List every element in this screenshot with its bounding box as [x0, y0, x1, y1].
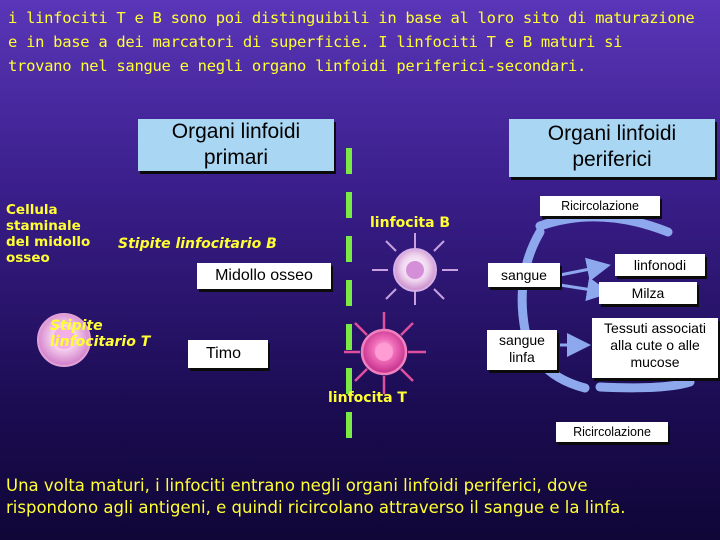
- linfonodi-box: linfonodi: [615, 254, 705, 276]
- sangue-linfa-box: sangue linfa: [487, 330, 557, 370]
- peripheral-organs-box: Organi linfoidi periferici: [509, 119, 715, 177]
- stipite-b-label: Stipite linfocitario B: [118, 236, 277, 252]
- t-lymphocyte-icon: [344, 312, 426, 394]
- header-line-3: trovano nel sangue e negli organo linfoi…: [8, 57, 587, 75]
- linfocita-t-label: linfocita T: [328, 390, 407, 406]
- b-lymphocyte-icon: [372, 233, 458, 305]
- ricircolazione-bottom-box: Ricircolazione: [556, 422, 668, 442]
- tessuti-box: Tessuti associati alla cute o alle mucos…: [592, 318, 718, 378]
- sangue-box: sangue: [488, 263, 560, 287]
- arrow-sangue-milza: [559, 277, 611, 302]
- stem-cell-label-1: Cellula: [6, 202, 58, 218]
- divider-line: [346, 148, 352, 438]
- header-text: i linfociti T e B sono poi distinguibili…: [8, 6, 714, 78]
- stipite-t-label-2: linfocitario T: [50, 334, 151, 350]
- tessuti-line-3: mucose: [630, 354, 680, 370]
- arrow-sangue-linfonodi: [559, 257, 611, 282]
- arrows: [559, 257, 611, 357]
- recirculation-arc-left: [517, 227, 590, 393]
- recirculation-arc-bottom: [595, 377, 695, 393]
- footer-line-1: Una volta maturi, i linfociti entrano ne…: [6, 476, 588, 495]
- footer-text: Una volta maturi, i linfociti entrano ne…: [6, 475, 714, 519]
- linfocita-b-label: linfocita B: [370, 215, 451, 231]
- recirculation-arc-top: [535, 212, 673, 237]
- ricircolazione-top-box: Ricircolazione: [540, 196, 660, 216]
- recirculation-loop: [517, 212, 695, 393]
- stem-cell-icon: [37, 313, 91, 367]
- stem-cell-label: Cellula staminale del midollo osseo: [6, 202, 90, 266]
- peripheral-organs-title-1: Organi linfoidi: [547, 122, 677, 145]
- primary-organs-title-2: primari: [203, 146, 269, 169]
- tessuti-line-1: Tessuti associati: [604, 320, 706, 336]
- stem-cell-label-2: staminale: [6, 218, 81, 234]
- sangue-linfa-line-2: linfa: [509, 349, 535, 365]
- tessuti-line-2: alla cute o alle: [610, 337, 700, 353]
- sangue-linfa-line-1: sangue: [499, 332, 545, 348]
- stem-cell-label-4: osseo: [6, 250, 50, 266]
- header-line-2: e in base a dei marcatori di superficie.…: [8, 33, 623, 51]
- peripheral-organs-title-2: periferici: [572, 148, 652, 171]
- stem-cell-label-3: del midollo: [6, 234, 91, 250]
- stipite-t-label: Stipite linfocitario T: [50, 318, 150, 350]
- stipite-t-label-1: Stipite: [50, 318, 103, 334]
- primary-organs-title-1: Organi linfoidi: [171, 120, 301, 143]
- midollo-osseo-box: Midollo osseo: [197, 263, 331, 289]
- header-line-1: i linfociti T e B sono poi distinguibili…: [8, 9, 695, 27]
- milza-box: Milza: [599, 282, 697, 304]
- footer-line-2: rispondono agli antigeni, e quindi ricir…: [6, 498, 626, 517]
- primary-organs-box: Organi linfoidi primari: [138, 119, 334, 171]
- timo-box: Timo: [188, 340, 268, 368]
